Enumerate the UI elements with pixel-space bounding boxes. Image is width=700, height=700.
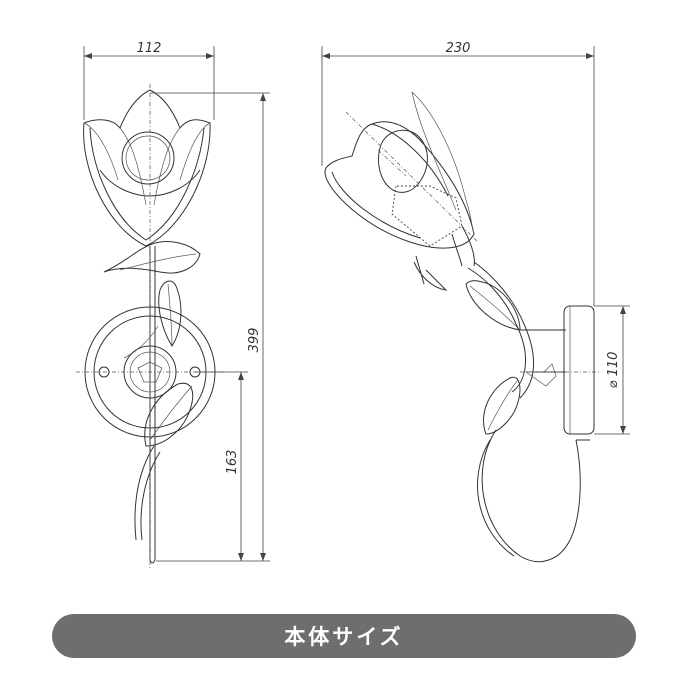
height-label: 399 bbox=[247, 328, 262, 353]
depth-label: 230 bbox=[446, 41, 471, 56]
depth-dimension bbox=[321, 46, 595, 306]
side-shade bbox=[324, 91, 479, 267]
width-label: 112 bbox=[137, 41, 162, 56]
caption-label: 本体サイズ bbox=[284, 625, 404, 649]
width-dimension bbox=[83, 46, 215, 120]
base-diameter-label: ⌀ 110 bbox=[606, 352, 621, 389]
front-leaves bbox=[103, 241, 201, 564]
height-dimension bbox=[150, 92, 270, 562]
side-view: 230 ⌀ 110 bbox=[321, 41, 630, 563]
front-shade bbox=[83, 89, 211, 247]
mount-height-label: 163 bbox=[225, 450, 240, 475]
side-leaves bbox=[413, 255, 590, 563]
caption-bar: 本体サイズ bbox=[52, 614, 636, 658]
front-view: 112 399 163 bbox=[76, 41, 270, 570]
mount-height-dimension bbox=[195, 371, 248, 561]
side-wall-plate bbox=[520, 305, 600, 435]
base-diameter-dimension bbox=[594, 305, 630, 435]
